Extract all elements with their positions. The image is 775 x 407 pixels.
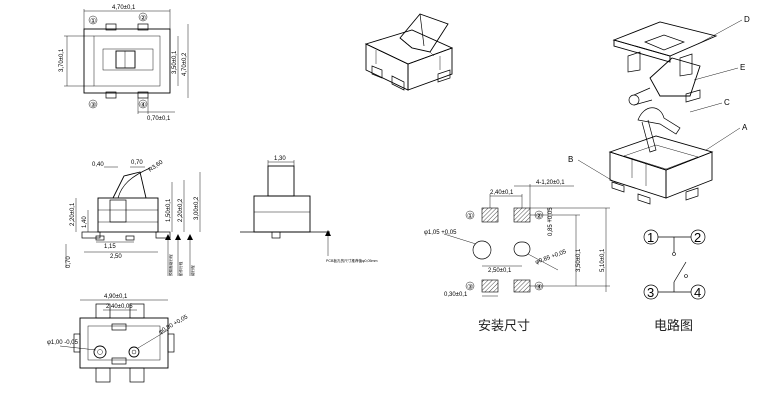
exploded-view: D E C A B: [568, 15, 750, 205]
top-pin-1: ①: [90, 17, 96, 25]
side-dim-040: 0,40: [92, 162, 104, 168]
label-C: C: [724, 98, 730, 107]
mount-w1-dim: 2,40±0,1: [490, 190, 514, 196]
mount-caption: 安装尺寸: [478, 319, 530, 334]
side-dim-250: 2,50: [110, 254, 122, 260]
circuit-caption: 电路图: [654, 318, 693, 334]
label-D: D: [744, 15, 750, 24]
mount-h-small-dim: 0,85 +0,05: [548, 207, 554, 236]
circuit-node-3: 3: [647, 285, 654, 300]
top-left-dim: 3,70±0,1: [59, 48, 65, 72]
top-pin-2: ②: [140, 14, 146, 22]
bottom-view: 4,90±0,1 2,40±0,05 φ1,00 -0,05 φ0,80 +0,…: [47, 294, 190, 383]
side-view: 0,40 0,70 R3,60 2,20±0,1 1,40 1,50±0,1 2…: [65, 159, 201, 276]
top-width-dim: 4,70±0,1: [112, 5, 136, 11]
iso-view: [364, 13, 454, 91]
mount-pin-1: ①: [467, 212, 473, 220]
label-B: B: [568, 155, 573, 164]
side-dim-115: 1,15: [104, 244, 116, 250]
side-right-dim-1: 1,50±0,1: [166, 198, 172, 222]
front-view: 1,30 PCB板孔的尺寸推荐值φ0,05mm: [240, 156, 377, 263]
mount-pin-4: ④: [536, 283, 542, 291]
note-preload: 預緊壓縮行程: [168, 254, 173, 276]
bottom-pitch-dim: 2,40±0,05: [106, 304, 133, 310]
side-right-dim-2: 2,20±0,2: [178, 198, 184, 222]
mount-h-total-dim: 5,10±0,1: [600, 248, 606, 272]
side-left-dim-1: 2,20±0,1: [70, 202, 76, 226]
top-right-dim-2: 4,70±0,2: [182, 52, 188, 76]
top-right-dim-1: 3,50±0,1: [172, 50, 178, 74]
front-note: PCB板孔的尺寸推荐值φ0,05mm: [326, 258, 377, 263]
top-lead-dim: 0,70±0,1: [147, 116, 171, 122]
mount-slot-dim: φ0,85 +0,05: [535, 249, 568, 266]
mount-pad-bottom-dim: 0,30±0,1: [444, 292, 468, 298]
side-dim-r360: R3,60: [148, 159, 165, 173]
label-E: E: [740, 63, 745, 72]
side-left-dim-2: 1,40: [82, 216, 88, 228]
top-pin-3: ③: [90, 101, 96, 109]
mount-pin-2: ②: [536, 212, 542, 220]
circuit-node-1: 1: [647, 230, 654, 245]
mount-hole-dim: φ1,05 +0,05: [424, 230, 457, 236]
side-dim-bottom: 0,70: [66, 256, 72, 268]
top-view: 4,70±0,1 3,70±0,1 3,50±0,1 4,70±0,2 0,70…: [59, 5, 189, 122]
mount-pin-3: ③: [467, 283, 473, 291]
side-right-dim-3: 3,00±0,2: [194, 196, 200, 220]
circuit-diagram: 1 2 3 4 电路图: [643, 229, 706, 334]
bottom-width-dim: 4,90±0,1: [104, 294, 128, 300]
bottom-hole-left-dim: φ1,00 -0,05: [47, 340, 79, 346]
note-action: 動作行程: [178, 261, 183, 276]
mount-h-mid-dim: 3,50±0,1: [576, 248, 582, 272]
bottom-hole-right-dim: φ0,80 +0,05: [158, 314, 190, 336]
mount-w2-dim: 4-1,20±0,1: [536, 180, 565, 186]
mount-mid-dim: 2,50±0,1: [488, 268, 512, 274]
note-total: 總行程: [190, 265, 195, 276]
side-dim-070: 0,70: [131, 160, 143, 166]
top-pin-4: ④: [140, 101, 146, 109]
circuit-node-4: 4: [694, 285, 701, 300]
circuit-node-2: 2: [694, 230, 701, 245]
mounting-view: ① ② ③ ④ 2,40±0,1 4-1,20±0,1 φ1,05 +0,05 …: [424, 180, 610, 334]
label-A: A: [742, 123, 748, 132]
front-top-dim: 1,30: [274, 156, 286, 162]
